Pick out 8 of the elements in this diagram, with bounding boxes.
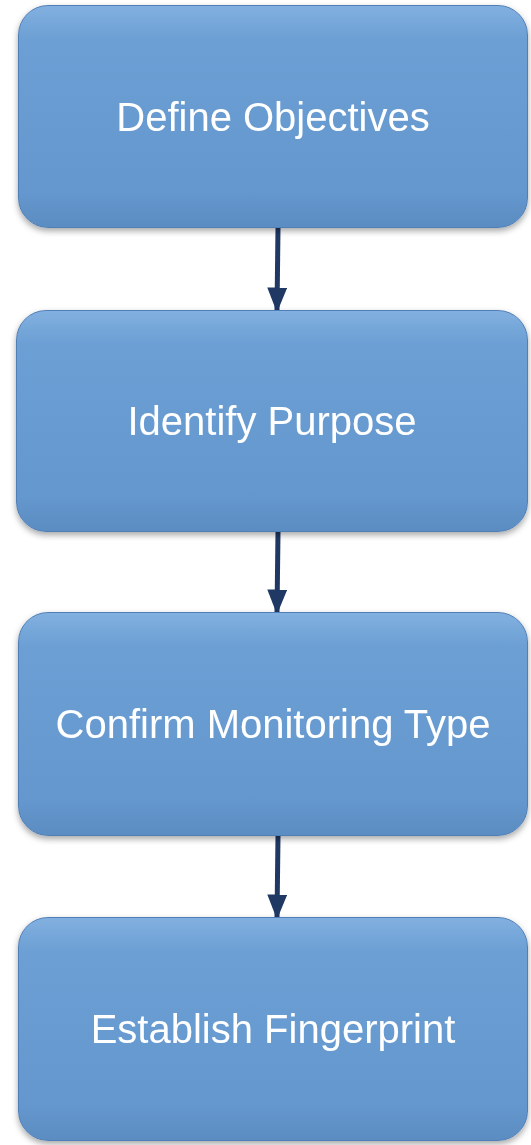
- process-box: [18, 612, 528, 836]
- step-label: Define Objectives: [116, 93, 430, 141]
- step-label: Establish Fingerprint: [90, 1006, 456, 1053]
- process-box: [18, 5, 528, 228]
- step-label: Confirm Monitoring Type: [55, 701, 491, 748]
- step-label: Identify Purpose: [127, 398, 417, 445]
- process-box: [18, 917, 528, 1141]
- process-box: [16, 310, 528, 532]
